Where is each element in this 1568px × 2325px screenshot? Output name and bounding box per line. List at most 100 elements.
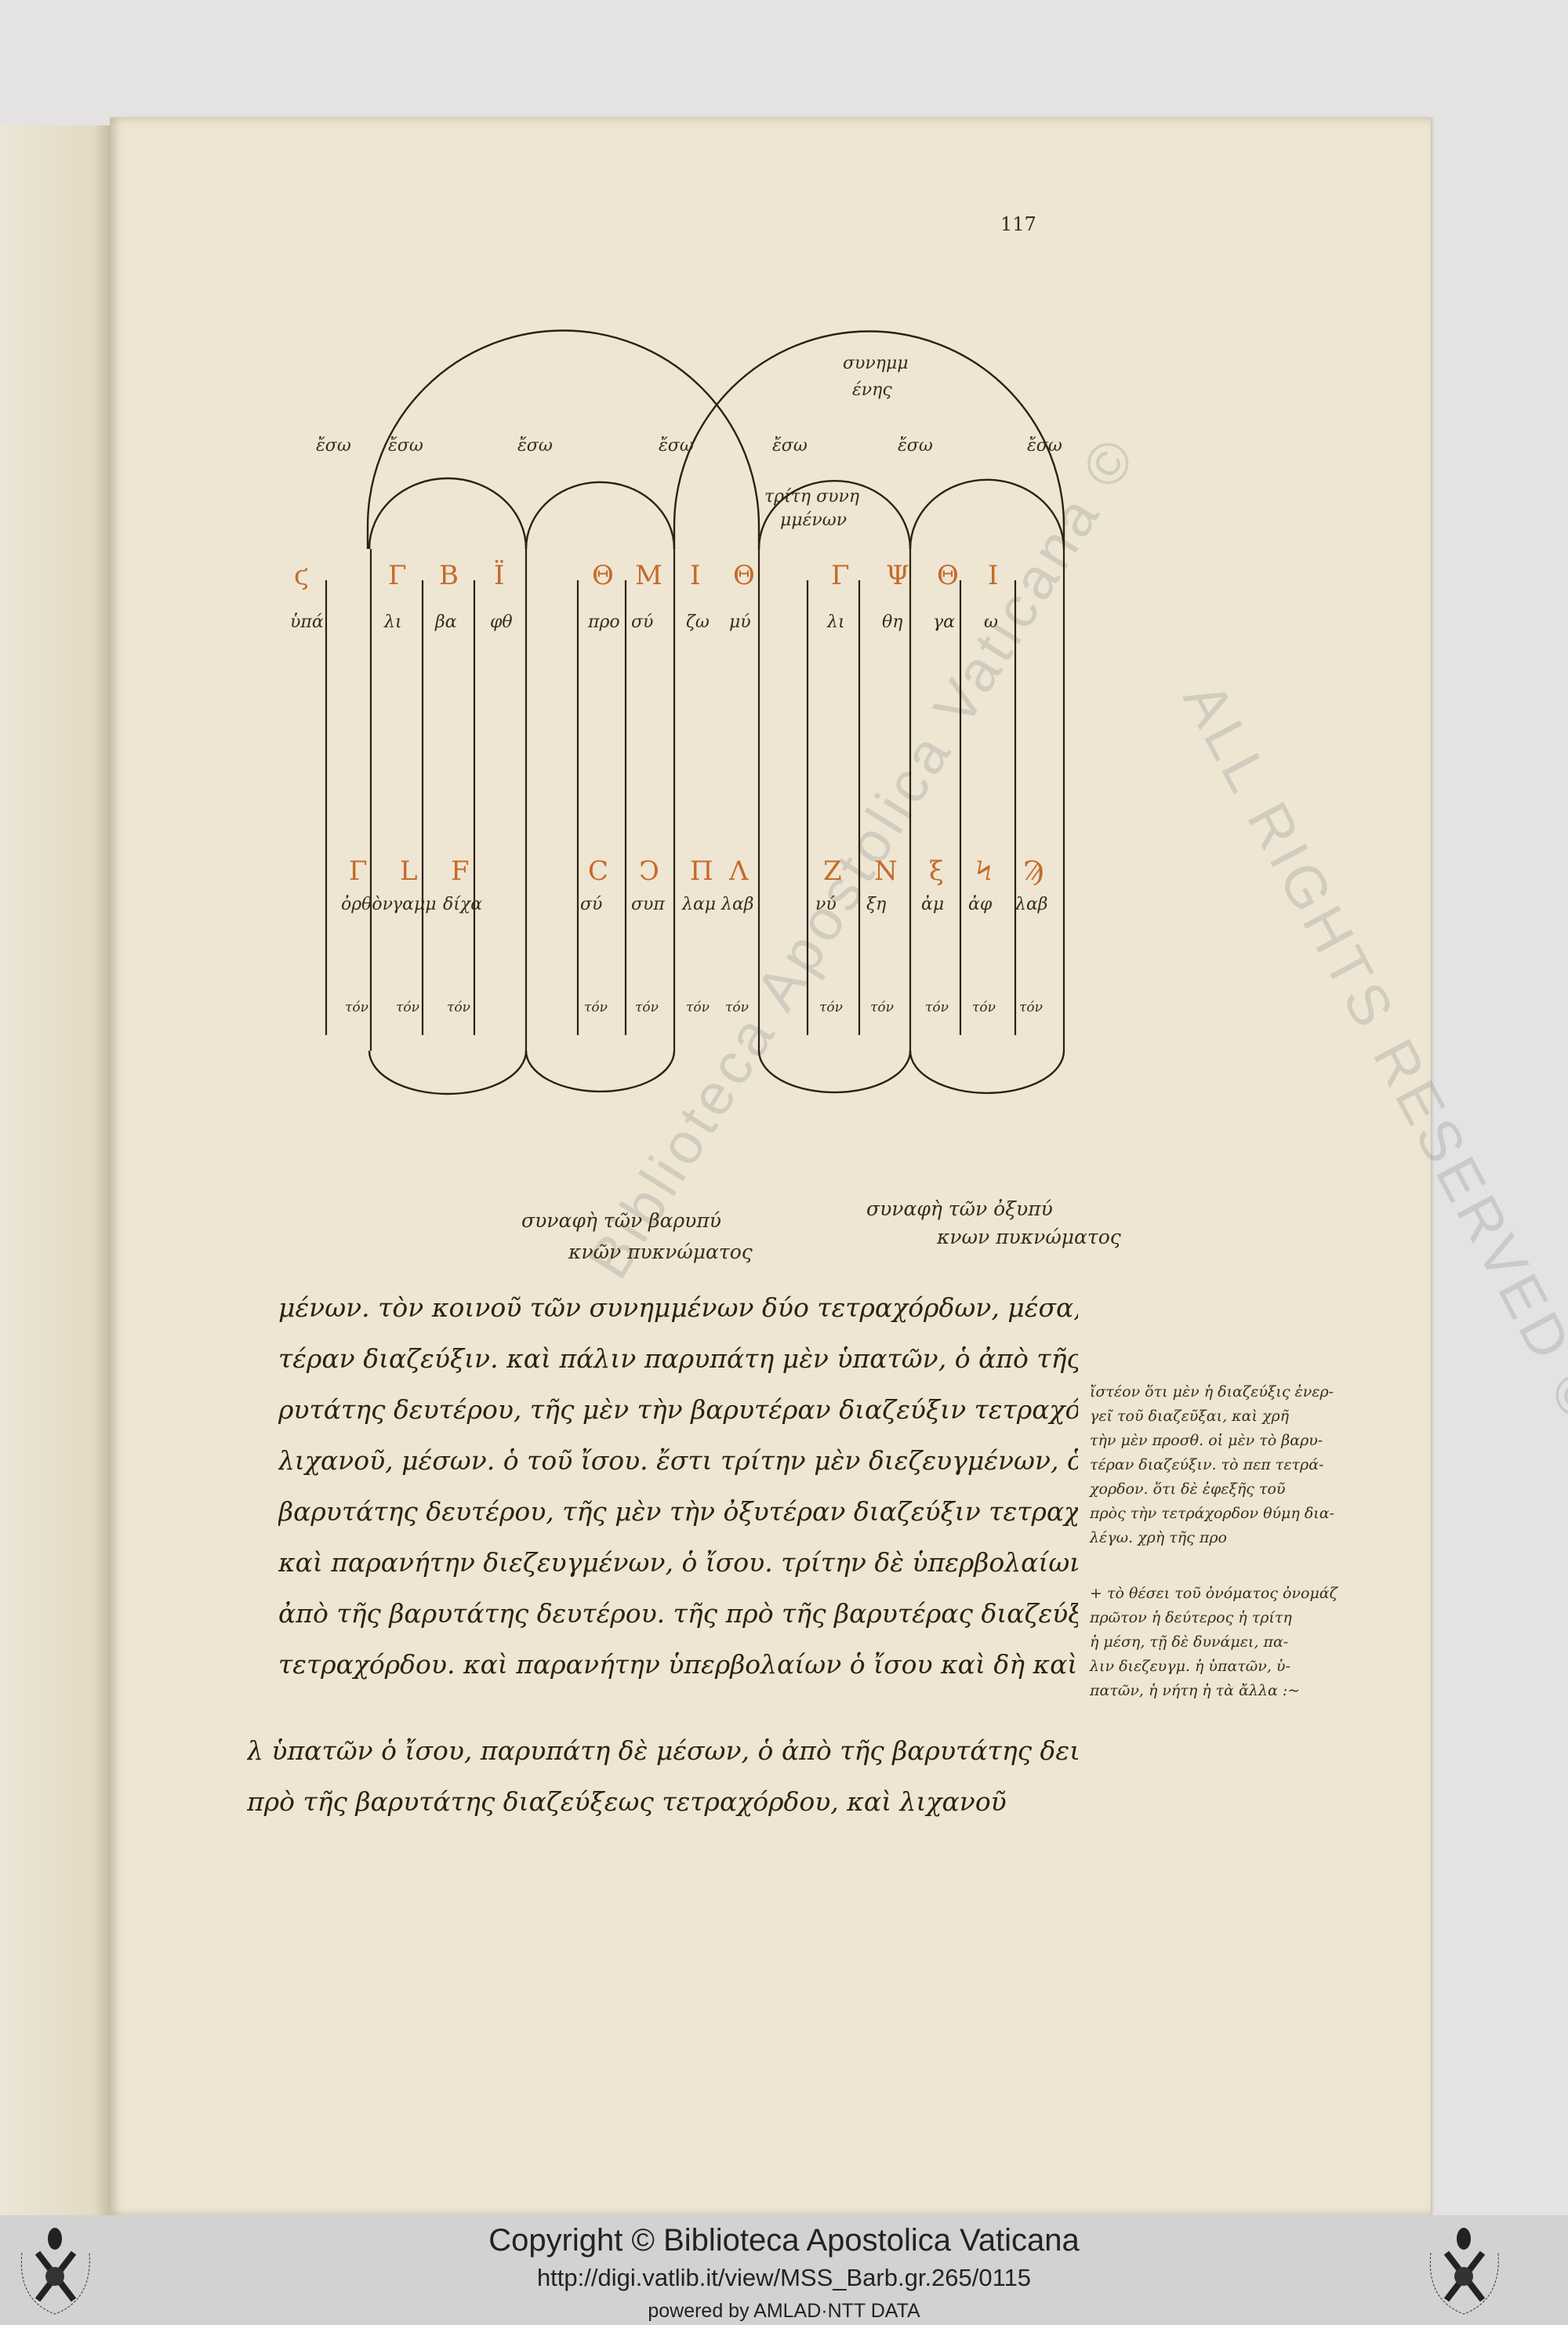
vatican-seal-icon (20, 2228, 90, 2315)
text-line: λ ὑπατῶν ὁ ἴσου, παρυπάτη δὲ μέσων, ὁ ἀπ… (247, 1735, 1078, 1766)
lower-rubric-letter: Π (690, 856, 713, 887)
powered-by-text: powered by AMLAD·NTT DATA (648, 2300, 920, 2322)
text-line: τετραχόρδου. καὶ παρανήτην ὑπερβολαίων ὁ… (278, 1649, 1078, 1680)
lower-note-name: ἀφ (968, 895, 993, 914)
upper-rubric-letter: Μ (635, 560, 662, 591)
top-label: ἔσω (316, 436, 351, 456)
lower-rubric-letter: Ϟ (976, 856, 992, 887)
upper-rubric-letter: Γ (831, 560, 850, 591)
upper-note-name: γα (933, 612, 955, 632)
lower-arch (909, 1050, 1065, 1095)
lower-note-name: λαβ (720, 895, 754, 914)
upper-rubric-letter: Γ (388, 560, 407, 591)
margin-note-line: ἡ μέση, τῇ δὲ δυνάμει, πα- (1090, 1633, 1289, 1651)
tone-label: τόν (725, 1000, 749, 1015)
lower-rubric-letter: C (588, 856, 608, 887)
margin-note-line: πρὸς τὴν τετράχορδον θύμη δια- (1090, 1505, 1334, 1522)
upper-rubric-letter: ϛ (294, 560, 309, 591)
caption-right: συναφὴ τῶν ὀξυπύ (866, 1197, 1053, 1220)
arch-note: ένης (852, 380, 892, 400)
margin-note-line: τέραν διαζεύξιν. τὸ πεπ τετρά- (1090, 1456, 1324, 1473)
lower-note-name: λαβ (1014, 895, 1048, 914)
margin-note-line: ἴστέον ὅτι μὲν ἡ διαζεύξις ἐνερ- (1090, 1383, 1334, 1400)
upper-arch (368, 477, 528, 550)
margin-note-line: τὴν μὲν προσθ. οἱ μὲν τὸ βαρυ- (1090, 1432, 1323, 1449)
text-line: μένων. τὸν κοινοῦ τῶν συνημμένων δύο τετ… (278, 1292, 1078, 1323)
inner-arch-note: τρίτη συνη (764, 487, 859, 507)
manuscript-page (110, 118, 1431, 2215)
upper-note-name: φθ (490, 612, 513, 632)
upper-arch (757, 479, 912, 550)
margin-note-line: λιν διεζευγμ. ἡ ὑπατῶν, ὑ- (1090, 1658, 1290, 1675)
upper-note-name: θη (882, 612, 902, 632)
text-line: καὶ παρανήτην διεζευγμένων, ὁ ἴσου. τρίτ… (278, 1547, 1078, 1578)
upper-rubric-letter: Β (439, 560, 459, 591)
great-arch (366, 329, 760, 549)
footer: Copyright © Biblioteca Apostolica Vatica… (0, 2215, 1568, 2325)
lower-rubric-letter: Ζ (823, 856, 842, 887)
lower-rubric-letter: Ͻ (639, 856, 659, 887)
top-label: ἔσω (517, 436, 553, 456)
tone-label: τόν (870, 1000, 894, 1015)
tone-label: τόν (972, 1000, 996, 1015)
folio-number: 117 (1000, 213, 1036, 235)
caption-left: συναφὴ τῶν βαρυπύ (521, 1209, 721, 1232)
upper-note-name: λι (383, 612, 402, 632)
top-label: ἔσω (388, 436, 423, 456)
lower-note-name: συπ (631, 895, 665, 914)
lower-rubric-letter: Ν (874, 856, 898, 887)
manuscript-url[interactable]: http://digi.vatlib.it/view/MSS_Barb.gr.2… (536, 2264, 1032, 2291)
text-line: πρὸ τῆς βαρυτάτης διαζεύξεως τετραχόρδου… (247, 1786, 1007, 1817)
lower-note-name: γαμμ (392, 895, 437, 914)
lower-note-name: λαμ (681, 895, 716, 914)
lower-note-name: σύ (580, 895, 602, 914)
upper-note-name: σύ (631, 612, 653, 632)
caption-left: κνῶν πυκνώματος (568, 1241, 753, 1263)
margin-note-line: χορδον. ὅτι δὲ ἐφεξῆς τοῦ (1090, 1480, 1286, 1498)
upper-note-name: ω (984, 612, 998, 632)
margin-note-line: πρῶτον ἡ δεύτερος ἡ τρίτη (1090, 1609, 1292, 1626)
top-label: ἔσω (659, 436, 694, 456)
upper-note-name: ὑπά (290, 612, 324, 632)
text-line: ἀπὸ τῆς βαρυτάτης δευτέρου. τῆς πρὸ τῆς … (278, 1598, 1078, 1629)
margin-note-line: + τὸ θέσει τοῦ ὀνόματος ὀνομάζ (1090, 1585, 1338, 1602)
lower-note-name: δίχα (443, 895, 482, 914)
text-line: ρυτάτης δευτέρου, τῆς μὲν τὴν βαρυτέραν … (278, 1394, 1078, 1425)
top-label: ἔσω (1027, 436, 1062, 456)
lower-note-name: ὀρθὸν (341, 895, 393, 914)
text-line: βαρυτάτης δευτέρου, τῆς μὲν τὴν ὀξυτέραν… (278, 1496, 1078, 1527)
tone-label: τόν (345, 1000, 368, 1015)
lower-note-name: νύ (815, 895, 837, 914)
previous-page-edge (0, 125, 118, 2215)
tone-label: τόν (819, 1000, 843, 1015)
caption-right: κνων πυκνώματος (936, 1226, 1121, 1248)
great-arch (673, 330, 1065, 549)
upper-rubric-letter: Θ (937, 560, 959, 591)
upper-rubric-letter: Ψ (886, 560, 909, 591)
lower-arch (524, 1050, 676, 1093)
upper-note-name: προ (587, 612, 620, 632)
tone-label: τόν (686, 1000, 710, 1015)
lower-rubric-letter: F (451, 856, 470, 887)
inner-arch-note: μμένων (780, 510, 847, 530)
tone-label: τόν (635, 1000, 659, 1015)
lower-rubric-letter: L (400, 856, 418, 887)
tone-label: τόν (447, 1000, 470, 1015)
lower-rubric-letter: Ϡ (1023, 856, 1044, 887)
margin-note-line: πατῶν, ἡ νήτη ἡ τὰ ἄλλα :~ (1090, 1682, 1301, 1699)
text-line: τέραν διαζεύξιν. καὶ πάλιν παρυπάτη μὲν … (278, 1343, 1078, 1374)
upper-note-name: μύ (729, 612, 751, 632)
tone-label: τόν (1019, 1000, 1043, 1015)
tone-label: τόν (925, 1000, 949, 1015)
vatican-seal-icon (1429, 2228, 1499, 2315)
copyright-text: Copyright © Biblioteca Apostolica Vatica… (488, 2223, 1080, 2258)
upper-note-name: ζω (686, 612, 710, 632)
main-text: μένων. τὸν κοινοῦ τῶν συνημμένων δύο τετ… (247, 1282, 1078, 1827)
lower-note-name: ἀμ (921, 895, 944, 914)
margin-note-line: γεῖ τοῦ διαζεῦξαι, καὶ χρῆ (1090, 1408, 1290, 1425)
upper-rubric-letter: Ϊ (494, 560, 504, 591)
upper-arch (524, 481, 676, 550)
lower-rubric-letter: Γ (349, 856, 368, 887)
margin-note-line: λέγω. χρὴ τῆς προ (1090, 1529, 1227, 1546)
